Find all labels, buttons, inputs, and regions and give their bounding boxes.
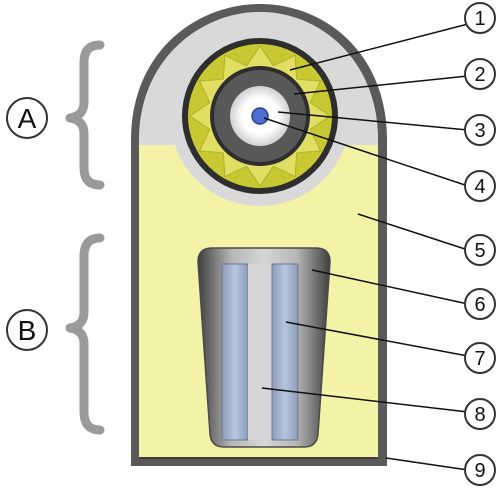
center-strip bbox=[248, 264, 272, 440]
leader-line-5 bbox=[357, 213, 469, 251]
callout-2: 2 bbox=[464, 58, 496, 90]
callout-5: 5 bbox=[464, 234, 496, 266]
callout-3-label: 3 bbox=[474, 120, 485, 142]
callout-8-label: 8 bbox=[474, 404, 485, 426]
leader-line-9 bbox=[385, 457, 469, 471]
callout-4-label: 4 bbox=[474, 176, 485, 198]
leader-line-8 bbox=[261, 387, 469, 413]
callout-9: 9 bbox=[464, 454, 496, 486]
callout-4: 4 bbox=[464, 170, 496, 202]
callout-8: 8 bbox=[464, 398, 496, 430]
callout-7-label: 7 bbox=[474, 348, 485, 370]
brace-a bbox=[65, 40, 105, 190]
leader-line-1 bbox=[289, 23, 469, 71]
group-a-label: A bbox=[18, 103, 37, 134]
callout-5-label: 5 bbox=[474, 240, 485, 262]
leader-line-4 bbox=[263, 117, 469, 187]
callout-3: 3 bbox=[464, 114, 496, 146]
tube-right bbox=[271, 263, 299, 441]
callout-6-label: 6 bbox=[474, 294, 485, 316]
group-a-badge bbox=[6, 97, 48, 139]
leader-line-6 bbox=[311, 269, 469, 305]
callout-1: 1 bbox=[464, 2, 496, 34]
callout-1-label: 1 bbox=[474, 8, 485, 30]
callout-7: 7 bbox=[464, 342, 496, 374]
tapered-channel bbox=[197, 247, 331, 448]
group-b-label: B bbox=[18, 315, 37, 346]
circular-component bbox=[182, 38, 338, 194]
leader-line-2 bbox=[293, 75, 469, 95]
callout-6: 6 bbox=[464, 288, 496, 320]
callout-9-label: 9 bbox=[474, 460, 485, 482]
callout-2-label: 2 bbox=[474, 64, 485, 86]
leader-line-7 bbox=[285, 321, 469, 357]
blue-core bbox=[251, 107, 269, 125]
leader-line-3 bbox=[277, 111, 469, 131]
leader-lines bbox=[261, 23, 469, 471]
group-b-badge bbox=[6, 309, 48, 351]
tube-left bbox=[221, 263, 249, 441]
brace-b bbox=[65, 233, 105, 435]
